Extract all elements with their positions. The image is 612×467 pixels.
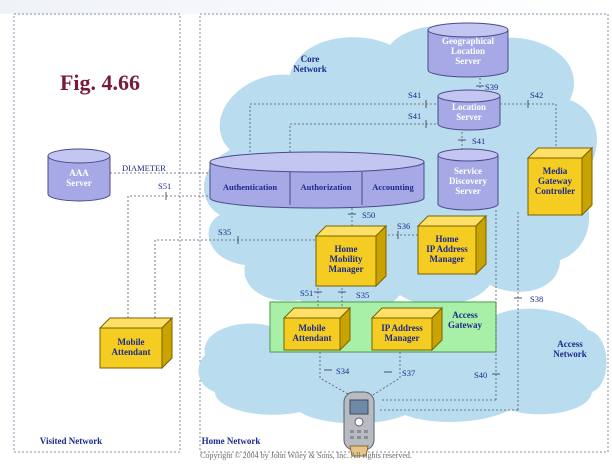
s39-label: S39 xyxy=(485,82,498,92)
mobile-phone-icon xyxy=(343,391,375,457)
s42-label: S42 xyxy=(530,90,543,100)
s41-low-label: S41 xyxy=(472,136,485,146)
authentication-label: Authentication xyxy=(223,182,278,192)
visited-network-label: Visited Network xyxy=(40,436,102,446)
visited-network-frame xyxy=(13,13,181,453)
s51-visited-label: S51 xyxy=(158,181,171,191)
media-gateway-controller-box xyxy=(526,146,594,217)
mobile-attendant-visited-box xyxy=(98,316,174,370)
interface-labels: DIAMETER S51 S35 S50 S36 S51 S35 S39 S41… xyxy=(122,82,543,380)
s34-label: S34 xyxy=(336,366,350,376)
home-network-label: Home Network xyxy=(202,436,261,446)
diameter-label: DIAMETER xyxy=(122,163,166,173)
figure-label: Fig. 4.66 xyxy=(60,70,140,95)
aaa-functions-cylinder xyxy=(209,151,425,209)
copyright-notice: Copyright © 2004 by John Wiley & Sons, I… xyxy=(200,451,412,460)
s51-home-label: S51 xyxy=(300,288,313,298)
s41-mid-label: S41 xyxy=(408,111,421,121)
header-band xyxy=(0,0,612,14)
s36-label: S36 xyxy=(397,221,410,231)
aaa-server-cylinder xyxy=(47,148,111,202)
accounting-label: Accounting xyxy=(372,182,414,192)
s35-home-label: S35 xyxy=(356,290,369,300)
geo-location-server-cylinder xyxy=(427,22,509,78)
service-discovery-server-cylinder xyxy=(437,148,499,211)
s38-label: S38 xyxy=(530,294,543,304)
s50-label: S50 xyxy=(362,210,375,220)
s40-label: S40 xyxy=(474,370,487,380)
mobile-attendant-home-box xyxy=(282,306,352,352)
interface-ticks xyxy=(165,85,529,375)
s37-label: S37 xyxy=(402,368,415,378)
home-mobility-manager-box xyxy=(314,224,388,288)
authorization-label: Authorization xyxy=(301,182,352,192)
home-ip-address-manager-box xyxy=(416,214,488,276)
location-server-cylinder xyxy=(437,89,501,131)
ip-address-manager-box xyxy=(370,306,444,352)
s35-visited-label: S35 xyxy=(218,227,231,237)
home-network-frame xyxy=(199,13,609,453)
s41-top-label: S41 xyxy=(408,90,421,100)
